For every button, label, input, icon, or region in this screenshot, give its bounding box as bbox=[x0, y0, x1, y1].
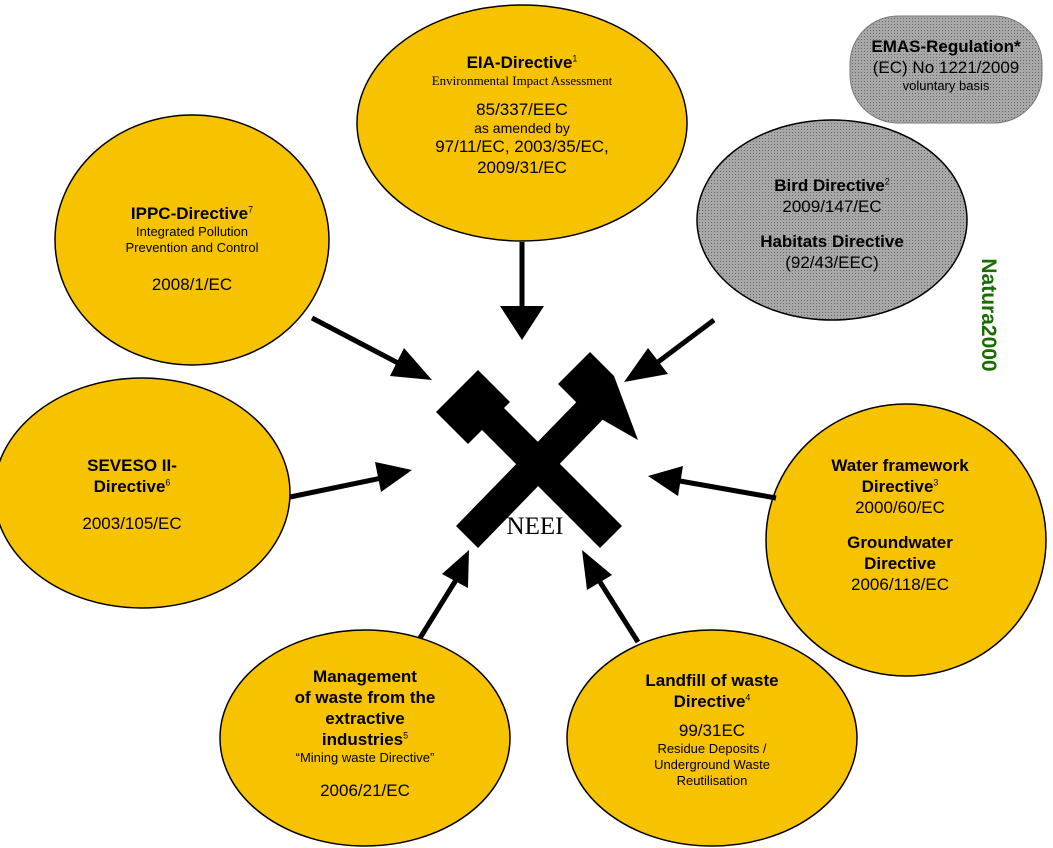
seveso-node: SEVESO II- Directive6 2003/105/EC bbox=[42, 455, 222, 534]
ippc-title-text: IPPC-Directive bbox=[130, 204, 249, 223]
seveso-title2-text: Directive bbox=[93, 477, 166, 496]
mining-quote: “Mining waste Directive” bbox=[295, 750, 435, 765]
ippc-title: IPPC-Directive7 bbox=[82, 203, 302, 224]
groundwater-number: 2006/118/EC bbox=[851, 575, 949, 594]
water-ellipse bbox=[765, 403, 1047, 677]
eia-footnote: 1 bbox=[572, 53, 578, 64]
emas-note: voluntary basis bbox=[902, 78, 990, 93]
landfill-number: 99/31EC bbox=[678, 721, 746, 740]
arrowhead-landfill bbox=[582, 550, 612, 590]
mining-line2: of waste from the bbox=[294, 688, 436, 707]
seveso-ellipse bbox=[0, 377, 291, 609]
emas-number: (EC) No 1221/2009 bbox=[872, 58, 1020, 77]
arrowhead-eia bbox=[500, 306, 544, 340]
landfill-sub1: Residue Deposits / bbox=[657, 741, 767, 756]
groundwater-title2: Directive bbox=[864, 554, 936, 573]
neei-label: NEEI bbox=[506, 513, 564, 540]
ippc-sub1: Integrated Pollution bbox=[135, 224, 249, 239]
emas-box bbox=[849, 15, 1043, 124]
arrowhead-ippc bbox=[390, 348, 432, 380]
eia-amended: as amended by bbox=[474, 120, 570, 136]
bird-title-text: Bird Directive bbox=[774, 176, 885, 195]
arrow-mining bbox=[417, 578, 459, 640]
bird-number: 2009/147/EC bbox=[782, 197, 882, 216]
arrows bbox=[289, 242, 777, 644]
mining-ellipse bbox=[219, 629, 511, 847]
natura2000-text: Natura2000 bbox=[977, 258, 1000, 372]
center-label: NEEI bbox=[490, 512, 580, 542]
bird-title: Bird Directive2 bbox=[722, 175, 942, 196]
seveso-title1: SEVESO II- bbox=[87, 456, 177, 475]
arrow-seveso bbox=[289, 475, 383, 500]
arrowhead-bird bbox=[624, 348, 668, 382]
eia-subtitle: Environmental Impact Assessment bbox=[431, 73, 613, 88]
arrow-landfill bbox=[597, 580, 641, 644]
mining-line4-text: industries bbox=[321, 730, 404, 749]
seveso-number: 2003/105/EC bbox=[82, 514, 182, 533]
water-title2: Directive3 bbox=[800, 476, 1000, 497]
mining-number: 2006/21/EC bbox=[320, 781, 410, 800]
mining-line1: Management bbox=[313, 667, 417, 686]
mining-footnote: 5 bbox=[403, 730, 409, 741]
hammer-and-pick-icon bbox=[436, 352, 638, 548]
ippc-ellipse bbox=[54, 114, 330, 366]
eia-title: EIA-Directive1 bbox=[392, 52, 652, 73]
habitats-number: (92/43/EEC) bbox=[785, 253, 879, 272]
mining-line4: industries5 bbox=[250, 729, 480, 750]
emas-node: EMAS-Regulation* (EC) No 1221/2009 volun… bbox=[852, 36, 1040, 94]
landfill-sub2: Underground Waste bbox=[654, 757, 770, 772]
arrow-bird bbox=[656, 318, 716, 364]
eia-amend1: 97/11/EC, 2003/35/EC, bbox=[435, 137, 609, 156]
landfill-ellipse bbox=[566, 629, 858, 847]
eia-amend2: 2009/31/EC bbox=[477, 158, 567, 177]
ippc-number: 2008/1/EC bbox=[151, 275, 233, 294]
ippc-node: IPPC-Directive7 Integrated Pollution Pre… bbox=[82, 203, 302, 295]
water-footnote: 3 bbox=[933, 477, 939, 488]
habitats-title: Habitats Directive bbox=[760, 232, 904, 251]
water-number: 2000/60/EC bbox=[855, 498, 945, 517]
water-node: Water framework Directive3 2000/60/EC Gr… bbox=[800, 455, 1000, 595]
water-title2-text: Directive bbox=[861, 477, 934, 496]
emas-title: EMAS-Regulation* bbox=[871, 37, 1021, 56]
mining-node: Management of waste from the extractive … bbox=[250, 666, 480, 801]
arrow-water bbox=[679, 478, 777, 501]
natura2000-label: Natura2000 bbox=[976, 235, 1000, 395]
landfill-sub3: Reutilisation bbox=[676, 773, 748, 788]
arrowhead-mining bbox=[442, 550, 469, 588]
ippc-sub2: Prevention and Control bbox=[125, 240, 259, 255]
landfill-footnote: 4 bbox=[745, 692, 751, 703]
seveso-title2: Directive6 bbox=[42, 476, 222, 497]
ippc-footnote: 7 bbox=[248, 204, 254, 215]
landfill-title2: Directive4 bbox=[602, 691, 822, 712]
mining-line3: extractive bbox=[325, 709, 405, 728]
landfill-title2-text: Directive bbox=[673, 692, 746, 711]
landfill-node: Landfill of waste Directive4 99/31EC Res… bbox=[602, 670, 822, 789]
groundwater-title1: Groundwater bbox=[847, 533, 953, 552]
bird-footnote: 2 bbox=[884, 176, 890, 187]
water-title1: Water framework bbox=[831, 456, 969, 475]
bird-habitats-ellipse bbox=[696, 119, 968, 321]
seveso-footnote: 6 bbox=[165, 477, 171, 488]
eia-number: 85/337/EEC bbox=[476, 100, 568, 119]
arrowhead-water bbox=[648, 466, 683, 496]
eia-ellipse bbox=[356, 4, 688, 242]
eia-title-text: EIA-Directive bbox=[466, 53, 573, 72]
arrowhead-seveso bbox=[375, 462, 412, 492]
arrow-ippc bbox=[310, 315, 400, 366]
eia-node: EIA-Directive1 Environmental Impact Asse… bbox=[392, 52, 652, 178]
bird-habitats-node: Bird Directive2 2009/147/EC Habitats Dir… bbox=[722, 175, 942, 273]
landfill-title1: Landfill of waste bbox=[645, 671, 779, 690]
